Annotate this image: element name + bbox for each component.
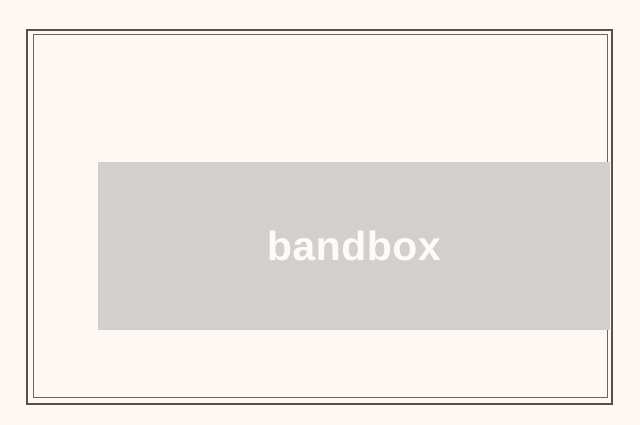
framed-content-area: bandbox [34, 35, 610, 397]
placeholder-label: bandbox [266, 222, 442, 269]
outer-frame-border [26, 29, 613, 405]
placeholder-image-block: bandbox [98, 162, 610, 330]
